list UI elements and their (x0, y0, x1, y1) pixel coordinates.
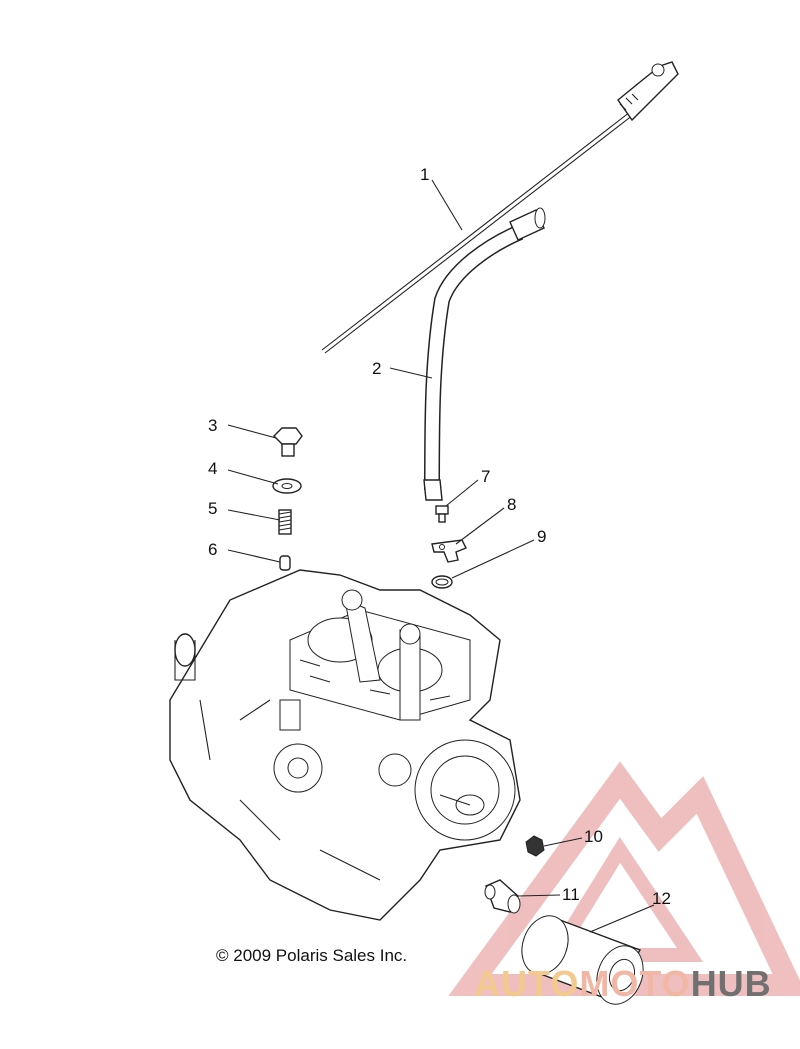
callout-2: 2 (372, 359, 381, 378)
bracket-part (431, 539, 467, 563)
oil-filter-part (521, 915, 644, 1005)
callout-8: 8 (507, 495, 516, 514)
spring-part (278, 509, 292, 535)
leader-lines (227, 179, 655, 933)
dowel-pin-part (279, 555, 291, 571)
callout-10: 10 (584, 827, 603, 846)
callout-5: 5 (208, 499, 217, 518)
callout-12: 12 (652, 889, 671, 908)
callout-4: 4 (208, 459, 217, 478)
callout-11: 11 (562, 885, 580, 904)
dipstick-part (321, 61, 679, 354)
o-ring-part (431, 575, 453, 589)
callout-3: 3 (208, 416, 217, 435)
callout-6: 6 (208, 540, 217, 559)
brand-word-auto: AUTO (474, 963, 580, 1004)
drain-plug-part (525, 835, 545, 857)
bolt-part (273, 427, 303, 457)
copyright-notice: © 2009 Polaris Sales Inc. (216, 946, 408, 965)
screw-part (435, 505, 449, 523)
washer-part (272, 478, 302, 494)
brand-word-moto: MOTO (579, 963, 691, 1004)
fitting-part (484, 879, 521, 914)
callout-1: 1 (420, 165, 429, 184)
callout-9: 9 (537, 527, 546, 546)
brand-word-hub: HUB (690, 963, 772, 1004)
callout-7: 7 (481, 467, 490, 486)
watermark-brand-text: AUTOMOTOHUB (474, 963, 772, 1005)
engine-block (169, 569, 521, 921)
dipstick-tube-part (423, 207, 546, 501)
